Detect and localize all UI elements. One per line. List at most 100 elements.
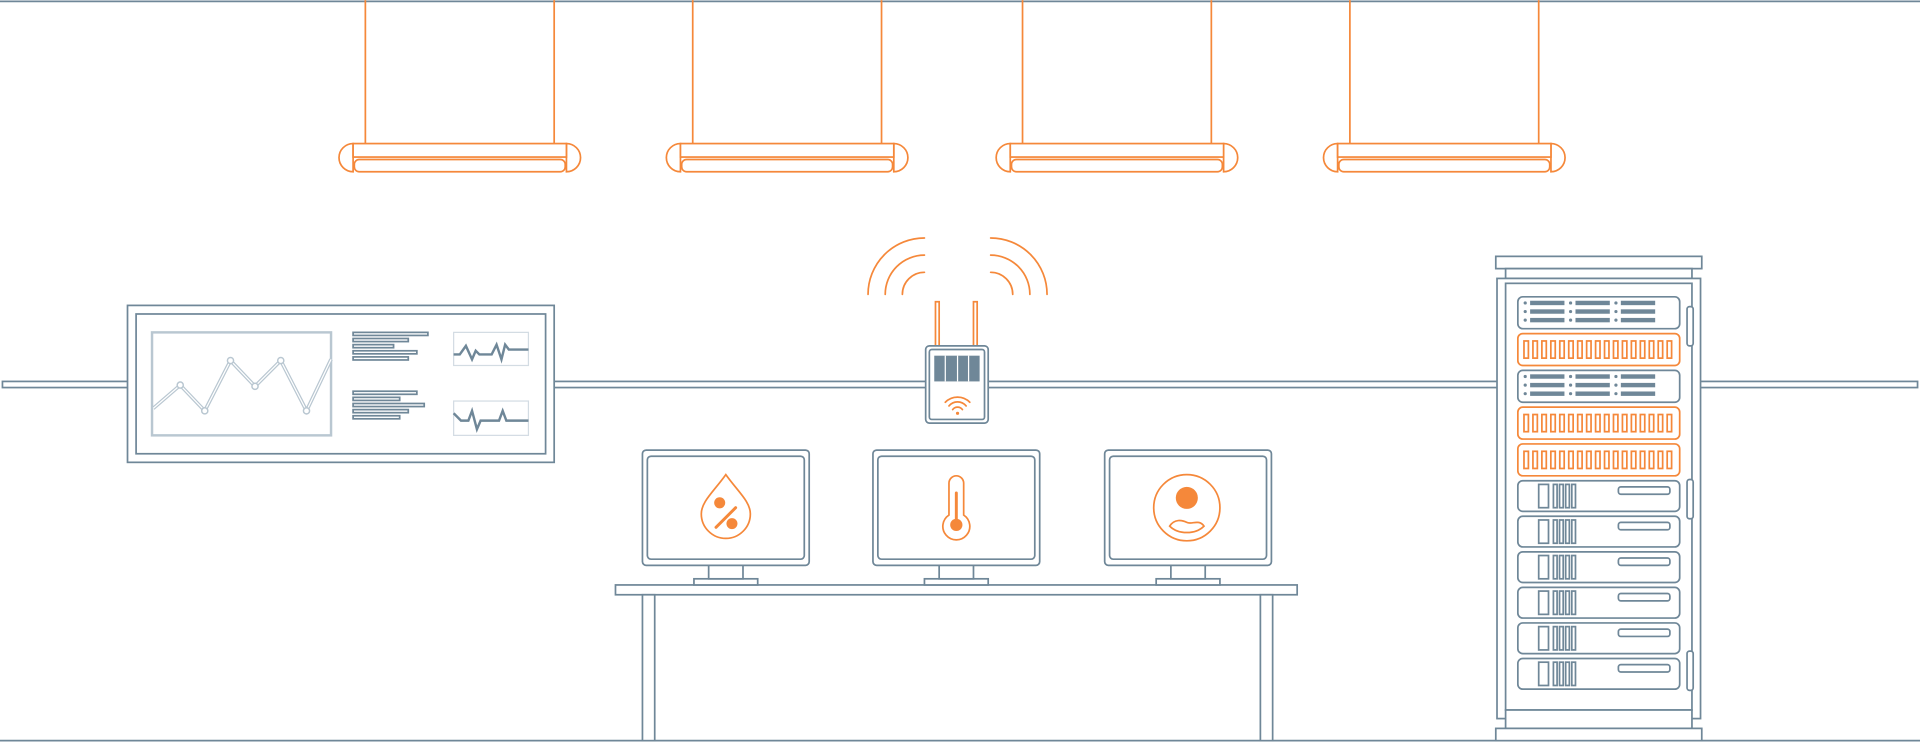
- status-led: [1614, 392, 1618, 396]
- status-led: [1523, 301, 1527, 305]
- port: [1639, 340, 1646, 359]
- port: [1666, 413, 1673, 433]
- monitor-frame: [641, 449, 811, 567]
- vent-slot: [1558, 590, 1565, 616]
- rack-handle[interactable]: [1686, 305, 1695, 347]
- vent-slot: [1558, 519, 1565, 545]
- list-bar: [352, 396, 401, 402]
- rack-unit-panel: [1516, 332, 1681, 367]
- lamp-diffuser: [680, 158, 894, 173]
- port: [1648, 340, 1655, 359]
- rack-unit-panel: [1516, 586, 1681, 619]
- port: [1657, 450, 1664, 470]
- monitor-screen: [1108, 455, 1268, 561]
- drive-bay: [1575, 391, 1610, 396]
- lamp-end-cap: [665, 142, 909, 173]
- port: [1585, 413, 1592, 433]
- power-button: [1537, 625, 1550, 651]
- status-led: [1568, 383, 1573, 387]
- port: [1603, 340, 1610, 359]
- list-bar: [352, 343, 395, 349]
- port: [1594, 413, 1601, 433]
- vent-slot: [1570, 483, 1577, 509]
- status-led: [1568, 374, 1573, 379]
- port: [1585, 450, 1592, 470]
- vent-slot: [1564, 590, 1571, 616]
- mini-chart-frame: [453, 331, 530, 367]
- chart-point: [302, 407, 311, 415]
- rack-handle[interactable]: [1686, 478, 1695, 520]
- rack-unit-panel: [1516, 515, 1681, 548]
- drive-slot: [1617, 592, 1671, 602]
- status-led: [1523, 374, 1527, 379]
- port: [1523, 340, 1530, 359]
- monitor-screen: [876, 455, 1036, 561]
- vent-slot: [1552, 661, 1558, 687]
- port: [1576, 450, 1583, 470]
- status-led: [1568, 309, 1573, 314]
- wall-dashboard: [126, 304, 556, 464]
- monitor: [1103, 449, 1273, 586]
- monitor-base: [693, 577, 759, 586]
- monitor: [641, 449, 811, 586]
- status-led: [1523, 392, 1527, 396]
- rack-unit-server: [1516, 550, 1681, 584]
- lamp-body: [352, 142, 568, 158]
- port: [1541, 340, 1548, 359]
- port: [1567, 340, 1575, 359]
- list-bar: [352, 349, 418, 355]
- rack-unit-panel: [1516, 443, 1681, 477]
- port: [1541, 450, 1548, 470]
- lamp-diffuser: [1010, 158, 1224, 173]
- lamp-end-cap: [338, 142, 582, 173]
- status-led: [1614, 309, 1618, 314]
- lamp-body: [679, 142, 895, 158]
- vent-slot: [1570, 625, 1577, 651]
- drive-bay: [1530, 309, 1565, 314]
- status-led: [1614, 301, 1618, 305]
- vent-slot: [1552, 625, 1558, 651]
- port: [1621, 450, 1628, 470]
- vent-slot: [1552, 590, 1558, 616]
- list-bar: [352, 408, 410, 414]
- drive-slot: [1617, 486, 1671, 496]
- drive-bay: [1575, 374, 1610, 379]
- port: [1523, 413, 1530, 433]
- drive-bay: [1620, 382, 1656, 388]
- vent-slot: [1570, 554, 1577, 580]
- rack-unit-drives: [1516, 369, 1681, 404]
- mini-chart-line: [452, 406, 529, 433]
- lamp-body: [1336, 142, 1552, 158]
- power-button: [1537, 519, 1550, 545]
- status-led: [1614, 383, 1618, 387]
- port: [1666, 340, 1673, 359]
- lamp-body: [1009, 142, 1225, 158]
- chart-point: [226, 356, 235, 365]
- rack-unit-orange-ports: [1516, 332, 1681, 367]
- port: [1648, 450, 1655, 470]
- rack-handle[interactable]: [1686, 650, 1695, 692]
- port: [1567, 413, 1575, 433]
- chart-point: [276, 356, 285, 365]
- port: [1558, 413, 1566, 433]
- status-led: [1614, 318, 1618, 322]
- list-bar: [352, 414, 401, 420]
- status-led: [1614, 374, 1618, 379]
- port: [1549, 413, 1557, 433]
- port: [1603, 413, 1610, 433]
- drive-bay: [1575, 300, 1610, 306]
- vent-slot: [1558, 554, 1565, 580]
- port: [1567, 450, 1575, 470]
- rack-unit-drives: [1516, 295, 1681, 330]
- drive-slot: [1617, 663, 1671, 673]
- drive-bay: [1530, 374, 1565, 379]
- wifi-icon: [944, 396, 971, 415]
- port: [1594, 340, 1601, 359]
- drive-slot: [1617, 521, 1671, 531]
- port: [1585, 340, 1592, 359]
- status-led: [1568, 301, 1573, 305]
- port: [1630, 450, 1637, 470]
- port: [1523, 450, 1530, 470]
- chart-point: [251, 382, 259, 391]
